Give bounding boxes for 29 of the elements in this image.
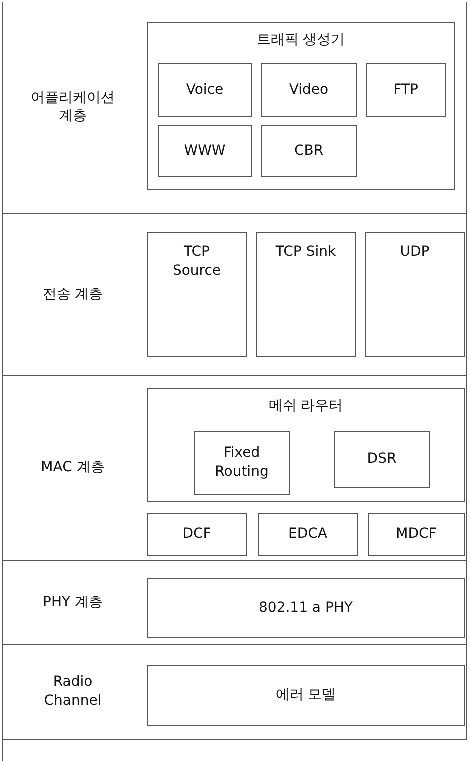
module-box: TCP Sink [256,232,356,357]
layer-band [2,376,467,561]
layer-label: MAC 계층 [40,458,106,478]
module-box: Video [261,63,357,117]
component-box [147,388,465,502]
layer-label: PHY 계층 [42,593,104,612]
component-box [147,22,455,190]
layer-band [2,645,467,740]
layer-label: 어플리케이션 계층 [30,88,116,126]
layer-band [2,561,467,645]
module-box: TCP Source [147,232,247,357]
layer-band [2,214,467,376]
module-box: MDCF [368,513,465,556]
module-box: DCF [147,513,247,556]
layer-band [2,2,467,214]
component-title: 트래픽 생성기 [256,31,346,50]
module-box: 에러 모델 [147,665,465,726]
layer-label: Radio Channel [43,673,103,711]
module-box: DSR [334,431,430,488]
module-box: UDP [365,232,465,357]
layer-label: 전송 계층 [42,285,104,304]
component-title: 메쉬 라우터 [268,397,344,416]
module-box: FTP [366,63,446,117]
module-box: Fixed Routing [194,431,290,495]
module-box: CBR [261,125,357,177]
module-box: 802.11 a PHY [147,578,465,638]
module-box: Voice [158,63,252,117]
module-box: EDCA [258,513,358,556]
module-box: WWW [158,125,252,177]
